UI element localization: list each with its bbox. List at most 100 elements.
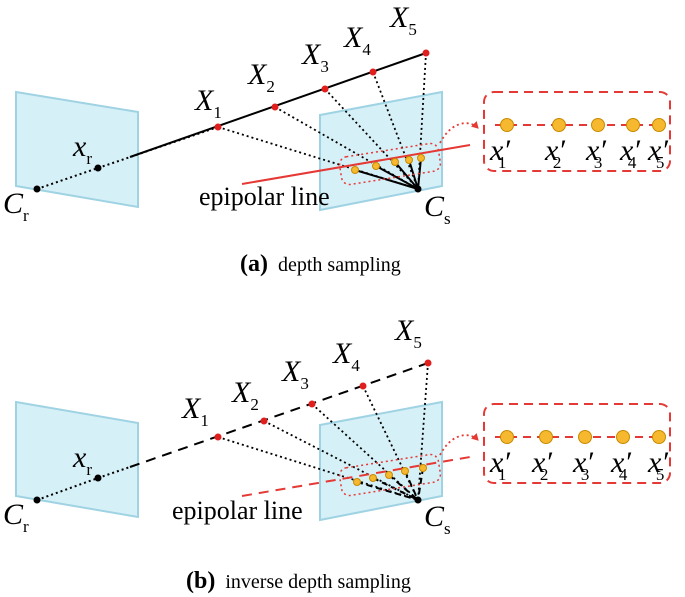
reference-image-plane: [15, 90, 139, 209]
caption-text: inverse depth sampling: [225, 571, 411, 593]
projection-ray: [311, 403, 419, 501]
ref-camera-center: [33, 496, 41, 504]
point-label: X: [394, 314, 415, 347]
svg-text:(a)depth sampling: (a) depth sampling: [240, 251, 401, 277]
panel-b: Cr xr Cs epipolar line X1 X2 X3 X4 X5 x′…: [3, 314, 671, 594]
src-center-label: C: [424, 500, 445, 533]
point-label: X: [181, 392, 202, 425]
sample-point: [351, 166, 359, 174]
projection-rays: [217, 52, 427, 190]
depth-ray: [129, 52, 427, 158]
ref-pixel: [94, 164, 102, 172]
svg-text:X1: X1: [181, 392, 209, 430]
svg-text:X2: X2: [247, 58, 275, 96]
projection-ray: [263, 420, 419, 501]
zoom-connector: [439, 432, 479, 456]
caption-letter: (b): [186, 568, 215, 594]
svg-text:x′1: x′1: [489, 134, 510, 172]
sample-point: [405, 156, 413, 164]
svg-text:X5: X5: [394, 314, 422, 352]
depth-point: [369, 68, 377, 76]
proj-label: x′: [489, 446, 510, 479]
src-center-label: C: [424, 190, 445, 223]
svg-text:x′3: x′3: [585, 134, 606, 172]
svg-text:(b)inverse depth sampling: (b) inverse depth sampling: [186, 568, 411, 594]
point-label: X: [231, 376, 252, 409]
svg-text:X3: X3: [301, 38, 329, 76]
sample-point: [417, 154, 425, 162]
depth-point: [271, 103, 279, 111]
sample-highlight-box: [338, 453, 442, 497]
zoom-inset: [483, 91, 671, 172]
proj-label: x′: [610, 446, 631, 479]
svg-text:Cs: Cs: [424, 500, 451, 538]
depth-point: [214, 123, 222, 131]
proj-label: x′: [544, 134, 565, 167]
svg-text:x′3: x′3: [572, 446, 593, 484]
epipolar-line: [241, 456, 471, 497]
inset-samples: [500, 430, 666, 444]
depth-points: [214, 49, 430, 131]
point-label: X: [389, 1, 410, 34]
svg-text:Cr: Cr: [3, 498, 29, 536]
src-center-sub: s: [444, 209, 451, 228]
point-label: X: [343, 21, 364, 54]
depth-points: [214, 359, 432, 441]
depth-point: [359, 382, 367, 390]
svg-text:X1: X1: [194, 84, 222, 122]
caption-letter: (a): [240, 251, 268, 277]
svg-text:X3: X3: [281, 355, 309, 393]
svg-text:x′1: x′1: [489, 446, 510, 484]
svg-text:X4: X4: [343, 21, 371, 59]
sample-point: [391, 158, 399, 166]
sample-highlight-box: [338, 142, 442, 186]
sample-point: [401, 467, 409, 475]
epipolar-line-label: epipolar line: [172, 496, 303, 525]
projection-ray: [372, 71, 419, 190]
src-fan: [356, 467, 424, 501]
svg-text:X4: X4: [332, 337, 360, 375]
ref-center-sub: r: [23, 206, 29, 225]
point-label: X: [194, 84, 215, 117]
ref-ray-dotted: [36, 167, 99, 190]
caption-text: depth sampling: [278, 254, 401, 276]
ref-center-label: C: [3, 187, 24, 220]
inset-samples: [500, 118, 666, 132]
depth-point: [214, 433, 222, 441]
ref-camera-center: [33, 185, 41, 193]
svg-text:xr: xr: [72, 130, 92, 168]
src-center-sub: s: [444, 519, 451, 538]
ref-ray-segment: [97, 466, 131, 479]
ref-center-sub: r: [23, 517, 29, 536]
ref-pixel-sub: r: [86, 149, 92, 168]
depth-point: [424, 359, 432, 367]
epipolar-line-label: epipolar line: [199, 182, 330, 211]
svg-text:x′4: x′4: [610, 446, 631, 484]
proj-label: x′: [585, 134, 606, 167]
ref-ray-dotted: [36, 477, 99, 501]
proj-label: x′: [647, 134, 668, 167]
source-image-plane: [319, 400, 443, 522]
svg-text:xr: xr: [72, 441, 92, 479]
sample-point: [385, 471, 393, 479]
depth-point: [321, 85, 329, 93]
sample-points: [351, 154, 425, 174]
svg-text:X2: X2: [231, 376, 259, 414]
svg-text:Cr: Cr: [3, 187, 29, 225]
depth-ray: [129, 362, 429, 468]
svg-text:x′2: x′2: [544, 134, 565, 172]
src-camera-center: [414, 185, 422, 193]
proj-label: x′: [619, 134, 640, 167]
svg-text:x′5: x′5: [647, 446, 668, 484]
depth-point: [422, 49, 430, 57]
ref-pixel-sub: r: [86, 460, 92, 479]
depth-point: [308, 400, 316, 408]
svg-text:Cs: Cs: [424, 190, 451, 228]
sample-point: [369, 474, 377, 482]
svg-text:X5: X5: [389, 1, 417, 39]
sample-point: [353, 478, 361, 486]
ref-center-label: C: [3, 498, 24, 531]
ref-pixel-label: x: [72, 441, 87, 474]
svg-text:x′2: x′2: [531, 446, 552, 484]
